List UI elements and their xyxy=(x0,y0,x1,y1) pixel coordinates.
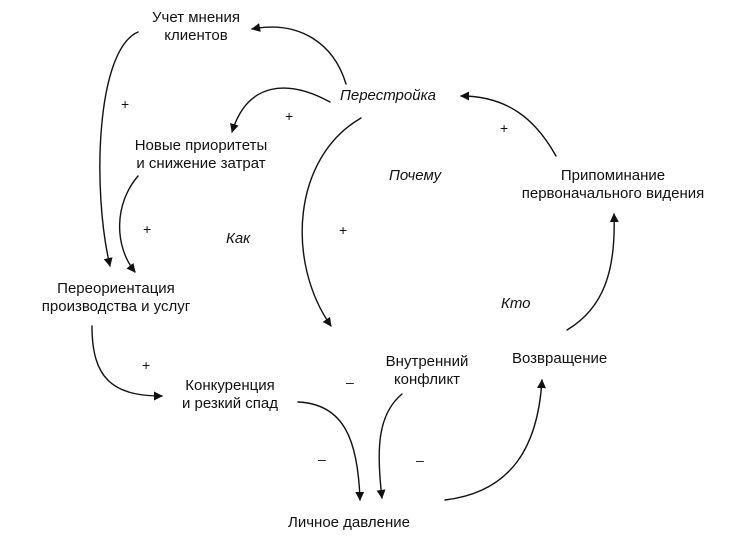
node-new-priorities-line2: и снижение затрат xyxy=(136,155,266,172)
node-restructuring: Перестройка xyxy=(340,87,436,105)
arrow-new-priorities-to-reorientation xyxy=(118,175,139,273)
polarity-sign: – xyxy=(346,373,354,391)
node-personal-pressure: Личное давление xyxy=(288,514,410,532)
annotation-who-text: Кто xyxy=(501,295,531,312)
arrow-client-opinion-to-reorientation xyxy=(99,31,139,267)
polarity-sign: + xyxy=(143,220,151,238)
node-competition-line1: Конкуренция xyxy=(185,377,275,394)
annotation-who: Кто xyxy=(501,295,531,313)
polarity-sign: + xyxy=(500,119,508,137)
polarity-sign-text: + xyxy=(500,120,509,136)
node-client-opinion-line2: клиентов xyxy=(164,27,228,44)
node-internal-conflict: Внутренний конфликт xyxy=(375,353,479,389)
annotation-how-text: Как xyxy=(226,230,251,247)
polarity-sign: – xyxy=(318,450,326,468)
node-recollection: Припоминание первоначального видения xyxy=(500,167,726,203)
node-competition: Конкуренция и резкий спад xyxy=(166,377,294,413)
node-personal-pressure-label: Личное давление xyxy=(288,514,410,531)
node-reorientation-line1: Переориентация xyxy=(57,280,175,297)
polarity-sign-text: + xyxy=(285,108,294,124)
polarity-sign-text: + xyxy=(121,96,130,112)
node-new-priorities: Новые приоритеты и снижение затрат xyxy=(114,137,288,173)
arrow-restructuring-to-new-priorities xyxy=(230,87,331,133)
node-client-opinion-line1: Учет мнения xyxy=(152,9,240,26)
arrow-personal-pressure-to-return xyxy=(444,379,546,501)
arrow-return-to-recollection xyxy=(566,213,619,331)
arrow-competition-to-personal-pressure xyxy=(297,401,365,501)
polarity-sign-text: – xyxy=(416,452,424,468)
polarity-sign: – xyxy=(416,451,424,469)
polarity-sign-text: + xyxy=(339,222,348,238)
node-recollection-line2: первоначального видения xyxy=(521,185,705,202)
node-return: Возвращение xyxy=(512,350,607,368)
annotation-why-text: Почему xyxy=(389,167,442,184)
polarity-sign: + xyxy=(339,221,347,239)
polarity-sign: + xyxy=(285,107,293,125)
node-client-opinion: Учет мнения клиентов xyxy=(137,9,255,45)
arrow-internal-conflict-to-personal-pressure xyxy=(376,393,403,499)
node-internal-conflict-line1: Внутренний xyxy=(385,353,469,370)
node-reorientation: Переориентация производства и услуг xyxy=(14,280,218,316)
polarity-sign-text: + xyxy=(143,221,152,237)
node-new-priorities-line1: Новые приоритеты xyxy=(134,137,268,154)
node-recollection-line1: Припоминание xyxy=(560,167,666,184)
polarity-sign: + xyxy=(121,95,129,113)
polarity-sign-text: – xyxy=(318,451,326,467)
annotation-how: Как xyxy=(226,230,250,248)
arrow-restructuring-to-internal-conflict xyxy=(301,117,362,327)
node-return-label: Возвращение xyxy=(512,350,608,367)
polarity-sign-text: – xyxy=(346,374,354,390)
node-competition-line2: и резкий спад xyxy=(182,395,278,412)
polarity-sign: + xyxy=(142,356,150,374)
arrow-restructuring-to-client-opinion xyxy=(251,23,347,85)
arrow-reorientation-to-competition xyxy=(91,325,163,401)
polarity-sign-text: + xyxy=(142,357,151,373)
node-reorientation-line2: производства и услуг xyxy=(41,298,191,315)
annotation-why: Почему xyxy=(389,167,441,185)
node-internal-conflict-line2: конфликт xyxy=(393,371,461,388)
node-restructuring-label: Перестройка xyxy=(340,87,437,104)
arrow-recollection-to-restructuring xyxy=(460,91,557,157)
